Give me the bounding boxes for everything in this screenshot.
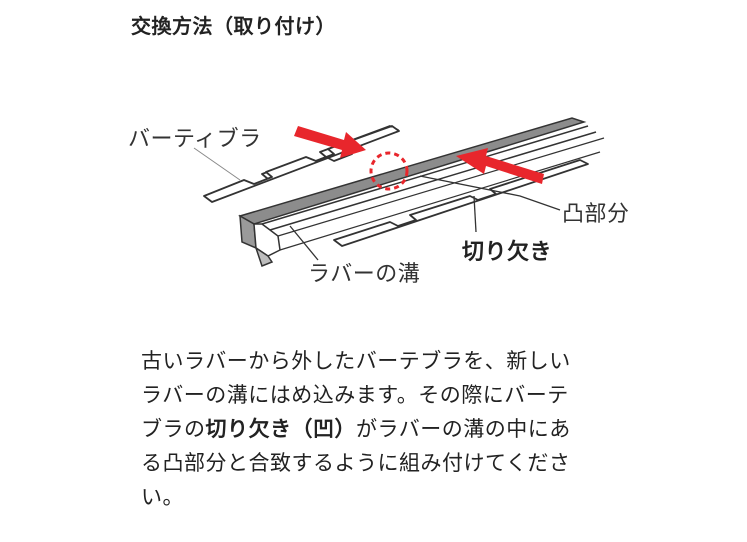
leader-convex xyxy=(419,175,561,211)
instruction-line-3c: がラバーの溝の中にあ xyxy=(356,417,571,441)
leader-vertebra xyxy=(193,147,241,181)
label-vertebra: バーティブラ xyxy=(128,127,262,152)
vertebra-plate-bottom xyxy=(333,159,589,247)
rubber-bottom-line xyxy=(279,151,601,251)
rubber-blade-lip xyxy=(254,246,274,267)
instruction-line-3: ブラの切り欠き（凹）がラバーの溝の中にあ xyxy=(141,412,621,446)
instruction-line-5: い。 xyxy=(141,485,184,509)
leader-groove xyxy=(289,225,319,261)
diagram-illustration xyxy=(193,117,605,267)
instruction-line-1: 古いラバーから外したバーテブラを、新しい xyxy=(141,349,571,373)
instruction-line-3a: ブラの xyxy=(141,417,206,441)
label-rubber-groove: ラバーの溝 xyxy=(308,262,421,287)
leader-notch xyxy=(473,195,477,233)
rubber-groove-line-1 xyxy=(261,125,589,225)
instruction-line-2: ラバーの溝にはめ込みます。その際にバーテ xyxy=(141,383,569,407)
right-red-arrow xyxy=(456,148,544,184)
rubber-groove-line-2 xyxy=(269,131,597,231)
page-title: 交換方法（取り付け） xyxy=(131,14,336,38)
rubber-groove-line-3 xyxy=(277,137,605,237)
instruction-line-4: る凸部分と合致するように組み付けてくださ xyxy=(141,451,571,475)
label-convex-part: 凸部分 xyxy=(562,202,630,227)
label-notch: 切り欠き xyxy=(462,240,553,265)
instruction-paragraph: 古いラバーから外したバーテブラを、新しい ラバーの溝にはめ込みます。その際にバー… xyxy=(141,344,621,514)
left-red-arrow xyxy=(294,126,366,158)
instruction-notch-emphasis: 切り欠き（凹） xyxy=(205,417,356,441)
wiper-rubber-diagram: バーティブラ 凸部分 切り欠き ラバーの溝 xyxy=(128,117,630,287)
convex-part-marker xyxy=(369,151,409,191)
